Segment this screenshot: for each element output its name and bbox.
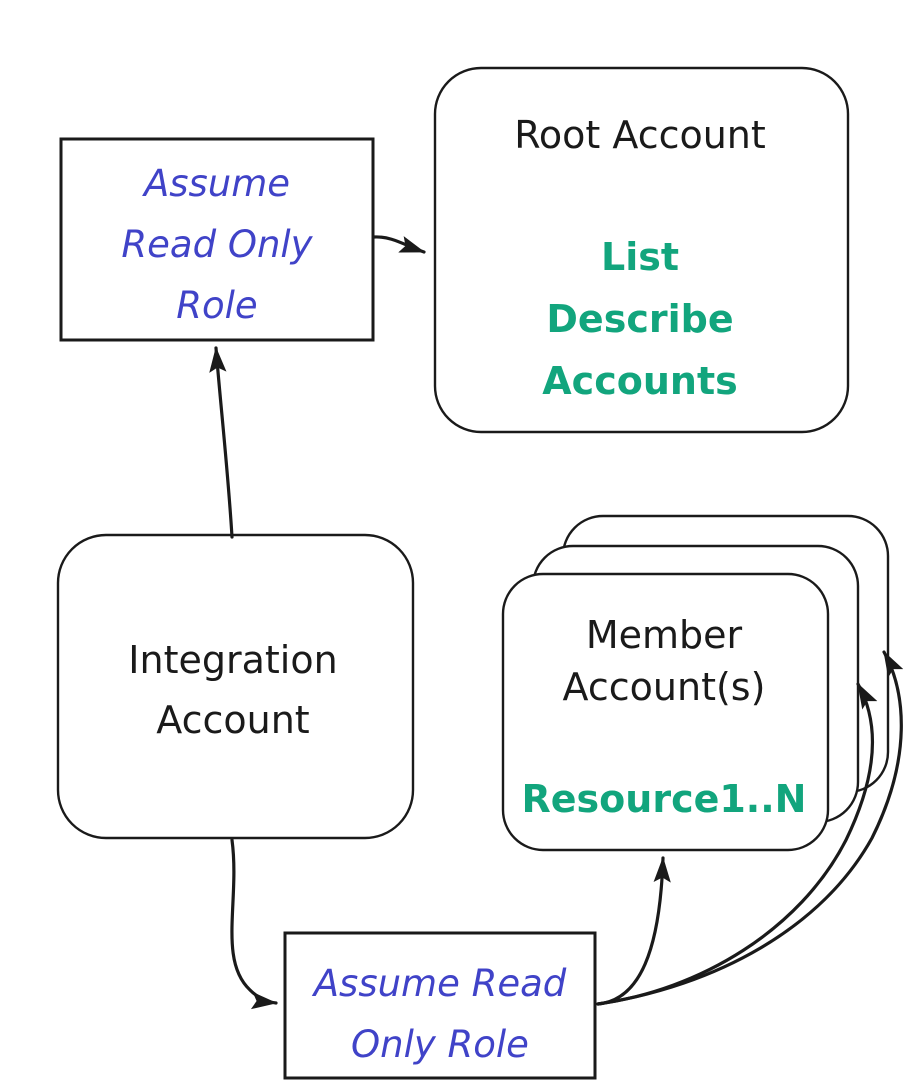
member-accounts-title-line-2: Account(s) <box>563 665 766 709</box>
root-account-title: Root Account <box>514 113 766 157</box>
edge-integration-to-assume-top <box>209 346 234 539</box>
integration-account-line-1: Integration <box>128 638 337 682</box>
assume-bottom-line-2: Only Role <box>351 1023 529 1066</box>
assume-read-only-role-bottom-node[interactable]: Assume Read Only Role <box>283 931 597 1080</box>
root-account-box <box>433 66 850 434</box>
assume-top-line-2: Read Only <box>121 223 313 266</box>
edge-assume-top-to-root-account <box>372 235 426 254</box>
root-account-action-1: List <box>601 235 679 279</box>
assume-top-line-1: Assume <box>142 162 290 205</box>
assume-read-only-role-top-node[interactable]: Assume Read Only Role <box>59 137 375 342</box>
member-account-stack-front <box>501 572 830 852</box>
member-accounts-node[interactable]: Member Account(s) Resource1..N <box>501 514 890 852</box>
assume-bottom-line-1: Assume Read <box>312 962 567 1005</box>
assume-read-only-role-bottom-box <box>283 931 597 1080</box>
assume-top-line-3: Role <box>176 284 257 327</box>
assume-read-only-role-top-box <box>59 137 375 342</box>
member-accounts-resource-label: Resource1..N <box>522 777 807 821</box>
edge-assume-bottom-to-member-front <box>596 856 671 1006</box>
member-accounts-title-line-1: Member <box>586 613 743 657</box>
root-account-node[interactable]: Root Account List Describe Accounts <box>433 66 850 434</box>
edge-integration-to-assume-bottom <box>230 838 278 1010</box>
integration-account-node[interactable]: Integration Account <box>56 533 415 840</box>
integration-account-line-2: Account <box>156 698 309 742</box>
edge-assume-bottom-to-member-back <box>596 650 904 1006</box>
edge-assume-bottom-to-member-middle <box>596 682 878 1006</box>
integration-account-box <box>56 533 415 840</box>
root-account-action-3: Accounts <box>542 359 737 403</box>
root-account-action-2: Describe <box>546 297 733 341</box>
